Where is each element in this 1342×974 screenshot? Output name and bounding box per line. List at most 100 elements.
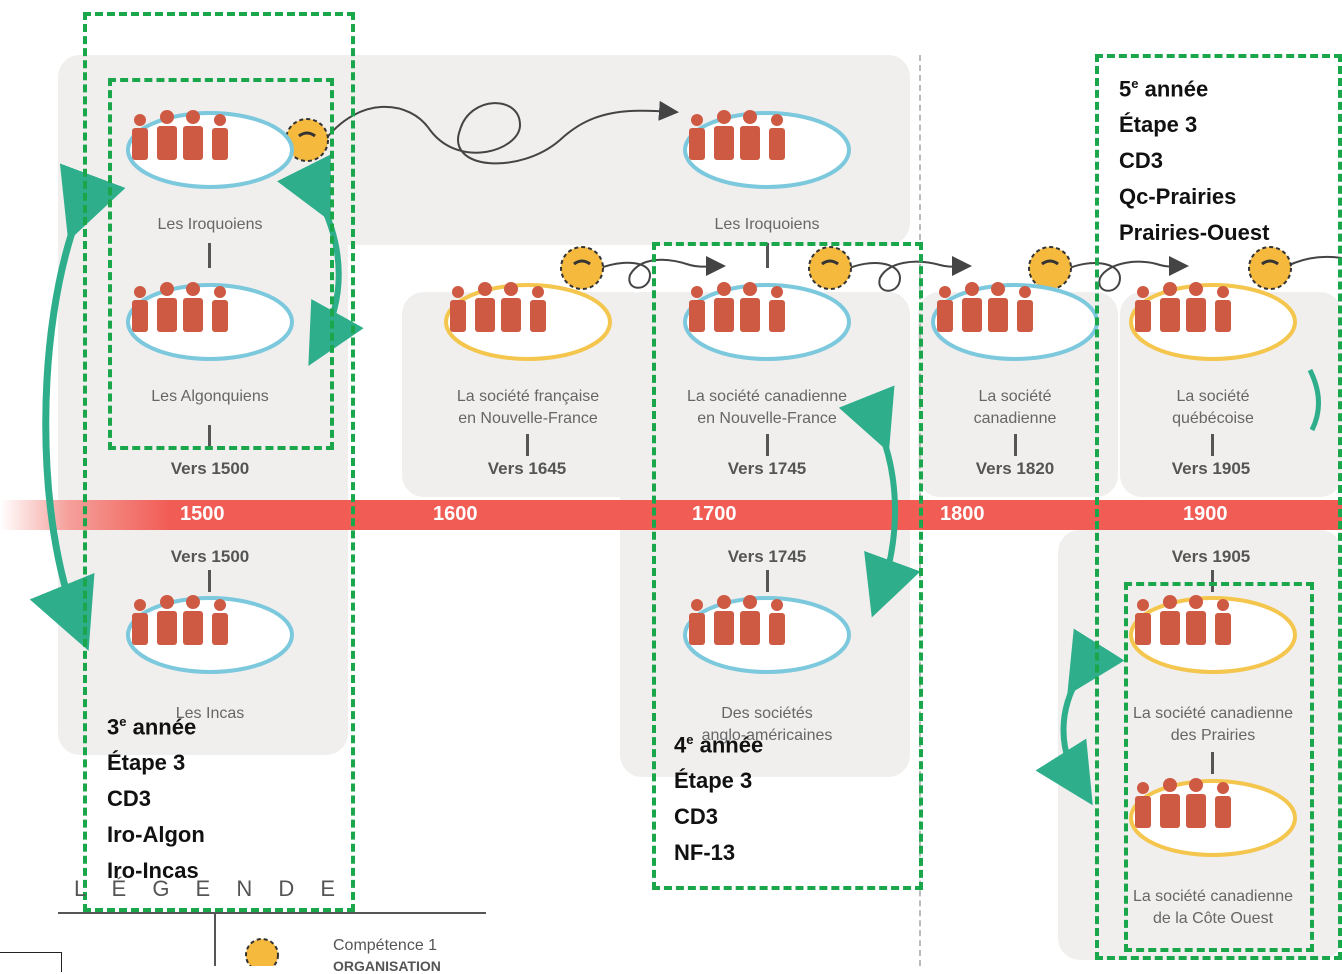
year-1800: 1800 <box>940 503 985 525</box>
year-1700: 1700 <box>692 503 737 525</box>
society-algonquiens <box>125 282 295 362</box>
annotation-box-grade3-inner <box>108 78 334 450</box>
date-label: Vers 1905 <box>1171 547 1251 566</box>
date-label: Vers 1745 <box>727 459 807 478</box>
legend-item1-sub: ORGANISATION <box>333 958 441 974</box>
connector-line <box>1211 570 1214 592</box>
society-label: La société canadienne <box>686 388 848 405</box>
legend-rule <box>58 912 486 914</box>
connector-line <box>208 243 211 268</box>
society-label: Les Iroquoiens <box>157 216 263 233</box>
connector-line <box>526 434 529 456</box>
gear-icon <box>245 938 279 966</box>
teal-arrow-left <box>29 163 126 651</box>
date-label: Vers 1745 <box>727 547 807 566</box>
year-1900: 1900 <box>1183 503 1228 525</box>
connector-line <box>766 434 769 456</box>
society-label: La société <box>978 388 1052 405</box>
connector-loop-top <box>324 100 679 165</box>
people-icon <box>450 282 546 332</box>
society-label: de la Côte Ouest <box>1152 910 1274 927</box>
code-line: Iro-Algon <box>107 822 205 848</box>
people-icon <box>132 595 228 645</box>
people-icon <box>132 282 228 332</box>
etape-line: Étape 3 <box>674 768 753 794</box>
gear-icon <box>560 246 604 290</box>
date-label: Vers 1645 <box>487 459 567 478</box>
teal-arrow-right <box>1307 368 1322 432</box>
people-icon <box>1135 778 1231 828</box>
connector-line <box>766 570 769 592</box>
society-francaise <box>443 282 613 362</box>
year-1600: 1600 <box>433 503 478 525</box>
society-label: Les Iroquoiens <box>714 216 820 233</box>
society-prairies <box>1128 595 1298 675</box>
date-label: Vers 1500 <box>170 459 250 478</box>
society-label: Les Algonquiens <box>151 388 269 405</box>
people-icon <box>937 282 1033 332</box>
code-line: Prairies-Ouest <box>1119 220 1270 246</box>
society-label: anglo-américaines <box>701 727 833 744</box>
society-label: des Prairies <box>1170 727 1256 744</box>
cd-line: CD3 <box>107 786 152 812</box>
year-1500: 1500 <box>180 503 225 525</box>
society-label: canadienne <box>973 410 1057 427</box>
people-icon <box>1135 595 1231 645</box>
etape-line: Étape 3 <box>107 750 186 776</box>
code-line: NF-13 <box>674 840 736 866</box>
society-label: La société canadienne <box>1132 888 1294 905</box>
annotation-box-grade5-inner <box>1124 582 1314 952</box>
annotation-box-grade5-outer <box>1095 54 1342 960</box>
grade-line: 3e année <box>107 714 197 740</box>
connector-line <box>1211 752 1214 774</box>
annotation-grade5: 5e année Étape 3 CD3 Qc-Prairies Prairie… <box>1119 66 1269 251</box>
people-icon <box>689 110 785 160</box>
connector-line <box>208 425 211 450</box>
society-incas <box>125 595 295 675</box>
grade-line: 4e année <box>674 732 764 758</box>
gear-icon <box>808 246 852 290</box>
society-cote-ouest <box>1128 778 1298 858</box>
people-icon <box>132 110 228 160</box>
legend-title: L É G E N D E <box>74 876 346 901</box>
teal-arrow-iro-algon <box>277 154 364 366</box>
legend-vline <box>214 912 216 966</box>
etape-line: Étape 3 <box>1119 112 1198 138</box>
society-label: La société canadienne <box>1132 705 1294 722</box>
society-canadienne <box>930 282 1100 362</box>
teal-arrow-prairies <box>1035 628 1125 806</box>
society-quebecoise <box>1128 282 1298 362</box>
code-line: Qc-Prairies <box>1119 184 1237 210</box>
gear-icon <box>1248 246 1292 290</box>
connector-loop-3 <box>1064 256 1189 292</box>
people-icon <box>689 282 785 332</box>
society-label: La société française <box>456 388 600 405</box>
society-iroquoiens-1500 <box>125 110 295 190</box>
corner-box <box>0 952 62 972</box>
date-label: Vers 1905 <box>1171 459 1251 478</box>
legend-item1: Compétence 1 <box>333 937 438 954</box>
annotation-grade4: 4e année Étape 3 CD3 NF-13 <box>674 722 763 871</box>
society-label: québécoise <box>1172 410 1254 427</box>
timeline-bar <box>0 500 1342 530</box>
cd-line: CD3 <box>1119 148 1164 174</box>
connector-loop-2 <box>844 256 972 292</box>
annotation-grade3: 3e année Étape 3 CD3 Iro-Algon Iro-Incas <box>107 704 205 889</box>
society-label: Les Incas <box>175 705 245 722</box>
gear-icon <box>1028 246 1072 290</box>
annotation-box-grade3-outer <box>83 12 355 912</box>
date-label: Vers 1500 <box>170 547 250 566</box>
society-label: Des sociétés <box>721 705 813 722</box>
connector-line <box>1014 434 1017 456</box>
connector-line <box>766 243 769 268</box>
people-icon <box>1135 282 1231 332</box>
society-anglo-americaines <box>682 595 852 675</box>
society-label: en Nouvelle-France <box>458 410 598 427</box>
connector-line <box>208 570 211 592</box>
society-canadienne-nf <box>682 282 852 362</box>
annotation-box-grade4 <box>652 242 923 890</box>
code-line: Iro-Incas <box>107 858 199 884</box>
grade-line: 5e année <box>1119 76 1209 102</box>
date-label: Vers 1820 <box>975 459 1055 478</box>
